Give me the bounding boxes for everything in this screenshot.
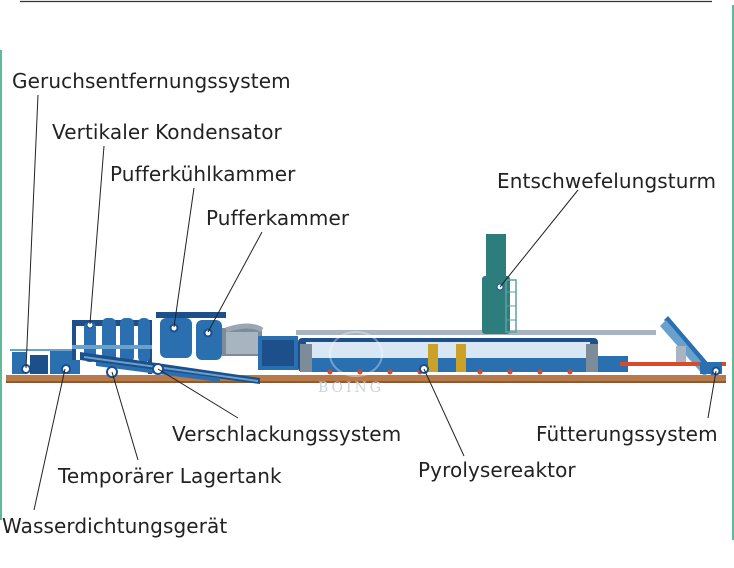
label-vertical-condenser: Vertikaler Kondensator xyxy=(52,120,282,144)
gas-pipe xyxy=(258,330,656,370)
leader-desulf xyxy=(499,189,579,288)
vertical-condenser-unit xyxy=(72,318,152,374)
temporary-tank xyxy=(60,360,80,374)
label-temporary-storage-tank: Temporärer Lagertank xyxy=(58,464,282,488)
label-odor-removal-system: Geruchsentfernungssystem xyxy=(12,69,291,93)
feeding-system xyxy=(598,316,726,376)
label-buffer-chamber: Pufferkammer xyxy=(206,206,350,230)
leader-lines xyxy=(25,94,717,511)
watermark-text: BOING xyxy=(318,380,384,396)
label-slagging-system: Verschlackungssystem xyxy=(172,422,402,446)
label-buffer-cooling-chamber: Pufferkühlkammer xyxy=(110,162,296,186)
label-feeding-system: Fütterungssystem xyxy=(536,422,718,446)
leader-buffer-cool xyxy=(173,187,195,328)
desulfurization-tower xyxy=(482,234,517,334)
ground-base-shadow xyxy=(6,381,726,383)
label-pyrolysis-reactor: Pyrolysereaktor xyxy=(418,458,576,482)
leader-temp-tank xyxy=(111,371,139,461)
ground-base xyxy=(6,375,726,381)
leader-reactor xyxy=(423,368,465,457)
leader-water-seal xyxy=(33,368,66,511)
pyrolysis-reactor xyxy=(298,338,598,375)
leader-odor xyxy=(25,94,39,369)
leader-slag xyxy=(157,368,239,419)
leader-feed xyxy=(707,370,717,419)
label-desulfurization-tower: Entschwefelungsturm xyxy=(497,169,717,193)
leader-vcond xyxy=(89,145,105,325)
buffer-chambers xyxy=(156,312,264,360)
label-water-seal-device: Wasserdichtungsgerät xyxy=(2,514,228,538)
leader-buffer xyxy=(207,231,263,333)
slag-conveyor xyxy=(80,352,260,384)
watermark-logo xyxy=(329,331,383,377)
